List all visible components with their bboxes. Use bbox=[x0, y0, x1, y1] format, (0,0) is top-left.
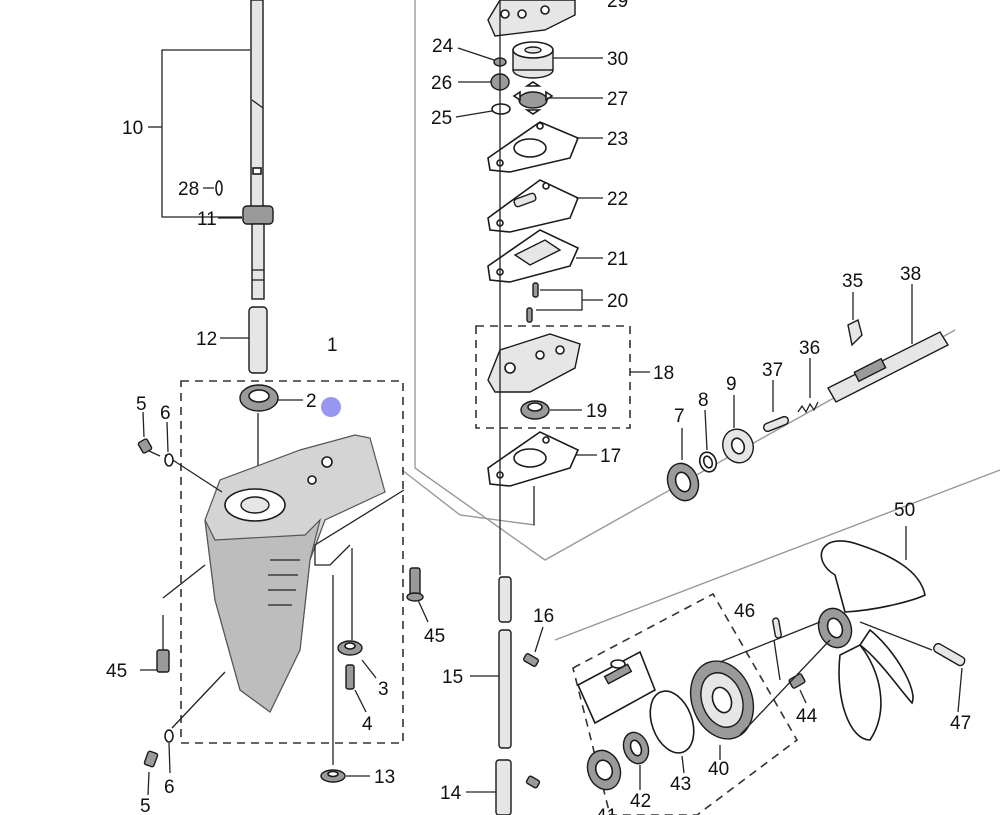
callout-21: 21 bbox=[607, 249, 628, 270]
callout-47: 47 bbox=[950, 713, 971, 734]
callout-24: 24 bbox=[432, 36, 454, 57]
callout-50: 50 bbox=[894, 500, 915, 521]
sleeve-12 bbox=[220, 306, 268, 374]
callout-36: 36 bbox=[799, 338, 820, 359]
gearcase-cap-40 bbox=[689, 660, 755, 760]
callout-40: 40 bbox=[708, 759, 729, 780]
bearing-7 bbox=[666, 428, 700, 502]
callout-35: 35 bbox=[842, 271, 863, 292]
screw-5-top bbox=[137, 411, 174, 467]
callout-19: 19 bbox=[586, 401, 607, 422]
gasket-21 bbox=[487, 229, 603, 283]
callout-14: 14 bbox=[440, 783, 462, 804]
assembly-box-1 bbox=[180, 380, 404, 744]
callout-10: 10 bbox=[122, 118, 143, 139]
pin-47 bbox=[859, 621, 966, 713]
callout-7: 7 bbox=[674, 406, 685, 427]
callout-38: 38 bbox=[900, 264, 921, 285]
callout-25: 25 bbox=[431, 108, 452, 129]
drive-shaft bbox=[215, 0, 274, 300]
bolt-45-right bbox=[314, 489, 429, 623]
key-24-seal-26-ring-25 bbox=[455, 47, 511, 118]
insert-30 bbox=[512, 41, 603, 79]
lower-unit-housing bbox=[164, 434, 386, 713]
pin-16 bbox=[522, 626, 544, 667]
pin-46 bbox=[772, 617, 782, 681]
oring-43 bbox=[649, 690, 695, 774]
clip-35 bbox=[847, 292, 863, 347]
assembly-box-18 bbox=[475, 325, 631, 429]
callout-5-top: 5 bbox=[136, 394, 147, 415]
callout-20: 20 bbox=[607, 291, 628, 312]
callout-6-top: 6 bbox=[160, 403, 171, 424]
callout-28: 28 bbox=[178, 179, 199, 200]
background-panels bbox=[401, 0, 1000, 641]
callout-11: 11 bbox=[197, 209, 217, 230]
ring-8 bbox=[698, 409, 718, 473]
callout-2: 2 bbox=[306, 391, 317, 412]
pin-37 bbox=[762, 380, 790, 433]
seal-42 bbox=[622, 731, 650, 790]
callout-13: 13 bbox=[374, 767, 395, 788]
callout-26: 26 bbox=[431, 73, 452, 94]
plate-22 bbox=[487, 179, 603, 233]
shift-cam-14 bbox=[466, 759, 541, 815]
seal-kit-inset bbox=[576, 650, 657, 725]
callout-44: 44 bbox=[796, 706, 818, 727]
callout-41: 41 bbox=[596, 806, 617, 815]
pins-20 bbox=[526, 282, 603, 323]
callout-30: 30 bbox=[607, 49, 628, 70]
callout-37: 37 bbox=[762, 360, 783, 381]
callout-43: 43 bbox=[670, 774, 691, 795]
callout-labels: 1 2 3 4 5 5 6 6 7 8 9 10 11 12 13 14 15 … bbox=[106, 0, 971, 815]
callout-46: 46 bbox=[734, 601, 755, 622]
callout-8: 8 bbox=[698, 390, 709, 411]
bracket-10 bbox=[148, 49, 250, 219]
bearing-41 bbox=[586, 749, 622, 791]
callout-3: 3 bbox=[378, 679, 389, 700]
bolt-45-left bbox=[140, 564, 206, 673]
callout-6-bottom: 6 bbox=[164, 777, 175, 798]
callout-27: 27 bbox=[607, 89, 628, 110]
spring-36 bbox=[797, 358, 819, 414]
callout-45-left: 45 bbox=[106, 661, 127, 682]
impeller-27 bbox=[512, 81, 603, 115]
pump-base-18 bbox=[487, 333, 650, 393]
pump-housing-29 bbox=[487, 0, 576, 37]
callout-9: 9 bbox=[726, 374, 737, 395]
callout-42: 42 bbox=[630, 791, 651, 812]
pointer-marker bbox=[321, 397, 341, 417]
screw-5-bottom bbox=[143, 671, 226, 796]
shift-rod-15 bbox=[470, 576, 512, 749]
callout-16: 16 bbox=[533, 606, 554, 627]
gasket-17 bbox=[487, 431, 597, 487]
callout-23: 23 bbox=[607, 129, 628, 150]
pump-centerline bbox=[499, 0, 535, 575]
callout-18: 18 bbox=[653, 363, 674, 384]
seal-19 bbox=[520, 400, 582, 420]
propeller-50 bbox=[817, 526, 926, 741]
callout-22: 22 bbox=[607, 189, 628, 210]
prop-shaft-38 bbox=[827, 284, 949, 403]
callout-1: 1 bbox=[327, 335, 338, 356]
callout-29: 29 bbox=[607, 0, 628, 12]
callout-4: 4 bbox=[362, 714, 373, 735]
callout-12: 12 bbox=[196, 329, 217, 350]
assembly-box-40 bbox=[572, 592, 799, 815]
gasket-23 bbox=[487, 121, 603, 173]
callout-5-bottom: 5 bbox=[140, 796, 151, 815]
washer-3-screw-4 bbox=[320, 548, 377, 783]
callout-17: 17 bbox=[600, 446, 621, 467]
callout-45-right: 45 bbox=[424, 626, 445, 647]
callout-15: 15 bbox=[442, 667, 463, 688]
gear-9 bbox=[722, 395, 754, 464]
screw-44 bbox=[719, 621, 831, 736]
bearing-2 bbox=[239, 384, 303, 520]
